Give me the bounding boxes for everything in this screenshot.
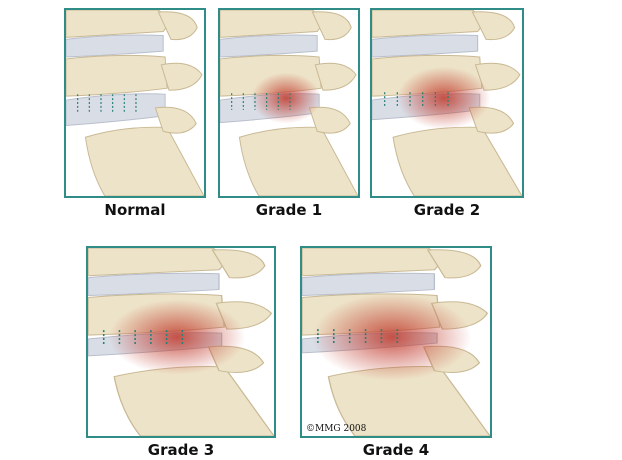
vertebra-top xyxy=(88,248,225,277)
caption-normal: Normal xyxy=(104,201,166,219)
disc-lower xyxy=(66,93,166,127)
spine-illustration-grade-4 xyxy=(302,248,490,436)
spine-illustration-grade-1 xyxy=(220,10,358,196)
panel-grade-3 xyxy=(86,246,276,438)
vertebra-bottom xyxy=(113,365,274,436)
facet-upper xyxy=(211,249,266,279)
vertebra-top xyxy=(66,10,168,38)
facet-middle xyxy=(160,62,203,91)
vertebra-top xyxy=(220,10,322,38)
facet-upper xyxy=(426,249,482,279)
vertebra-top xyxy=(302,248,441,277)
disc-upper xyxy=(372,34,479,58)
facet-middle xyxy=(314,62,357,91)
caption-grade-1: Grade 1 xyxy=(255,201,323,219)
vertebra-middle xyxy=(66,54,168,97)
panel-grade-2 xyxy=(370,8,524,198)
inflammation-area xyxy=(251,72,322,124)
facet-upper xyxy=(311,11,352,41)
facet-middle xyxy=(474,62,521,91)
vertebra-bottom xyxy=(238,126,358,196)
panel-grade-1 xyxy=(218,8,360,198)
spine-illustration-grade-3 xyxy=(88,248,274,436)
disc-upper xyxy=(88,272,220,296)
panel-grade-4: ©MMG 2008 xyxy=(300,246,492,438)
facet-upper xyxy=(471,11,516,41)
inflammation-area xyxy=(312,293,472,381)
caption-grade-3: Grade 3 xyxy=(147,441,215,459)
inflammation-area xyxy=(397,66,491,130)
caption-grade-4: Grade 4 xyxy=(362,441,430,459)
facet-lower xyxy=(154,106,197,134)
facet-lower xyxy=(308,106,351,134)
spine-illustration-normal xyxy=(66,10,204,196)
spine-illustration-grade-2 xyxy=(372,10,522,196)
disc-upper xyxy=(220,34,318,58)
vertebra-bottom xyxy=(84,126,204,196)
disc-upper xyxy=(66,34,164,58)
vertebra-top xyxy=(372,10,483,38)
facet-upper xyxy=(157,11,198,41)
inflammation-area xyxy=(108,299,246,375)
copyright-text: ©MMG 2008 xyxy=(306,424,367,434)
panel-normal xyxy=(64,8,206,198)
disc-upper xyxy=(302,272,436,296)
vertebra-bottom xyxy=(392,126,522,196)
caption-grade-2: Grade 2 xyxy=(413,201,481,219)
